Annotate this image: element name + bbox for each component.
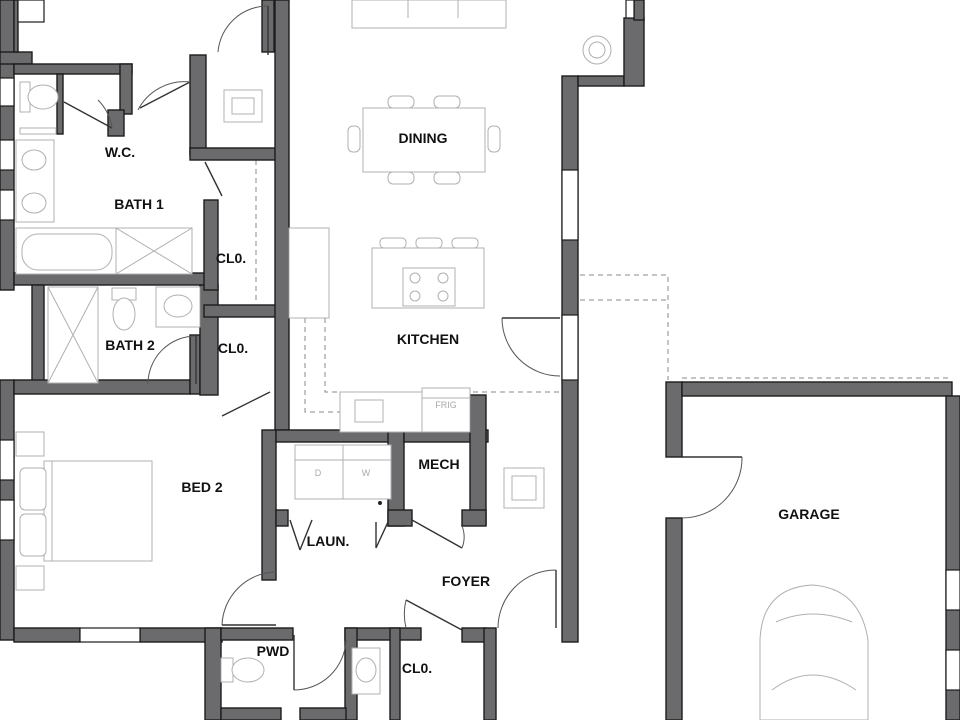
dryer-icon [294,444,344,500]
refrigerator-icon [421,387,471,433]
room-label-closet-lower: CL0. [402,660,432,676]
room-label-powder: PWD [257,643,290,659]
room-label-laundry: LAUN. [307,533,350,549]
washer-label: W [362,468,371,478]
sofa-icon [351,0,507,29]
windows [0,0,960,691]
doors [63,5,743,691]
bed-icon [43,460,153,562]
car-icon [759,584,869,720]
dashed-outlines [255,70,948,413]
toilet-icon [220,657,234,683]
room-label-garage: GARAGE [778,506,839,522]
fixtures [15,0,869,720]
room-label-bath2: BATH 2 [105,337,155,353]
fixture-labels: FRIG D W [315,400,457,478]
room-label-closet-upper: CL0. [216,250,246,266]
room-label-bath1: BATH 1 [114,196,164,212]
washer-icon [342,444,392,500]
dryer-label: D [315,468,322,478]
room-labels: W.C. BATH 1 CL0. DINING BATH 2 CL0. KITC… [105,130,840,676]
room-label-closet-middle: CL0. [218,340,248,356]
room-label-kitchen: KITCHEN [397,331,459,347]
range-icon [402,267,456,307]
room-label-dining: DINING [399,130,448,146]
room-label-bed2: BED 2 [181,479,222,495]
room-label-foyer: FOYER [442,573,490,589]
room-label-mech: MECH [418,456,459,472]
room-label-wc: W.C. [105,144,135,160]
dining-table-icon [362,107,486,173]
plant-icon [582,35,612,65]
fridge-label: FRIG [435,400,457,410]
